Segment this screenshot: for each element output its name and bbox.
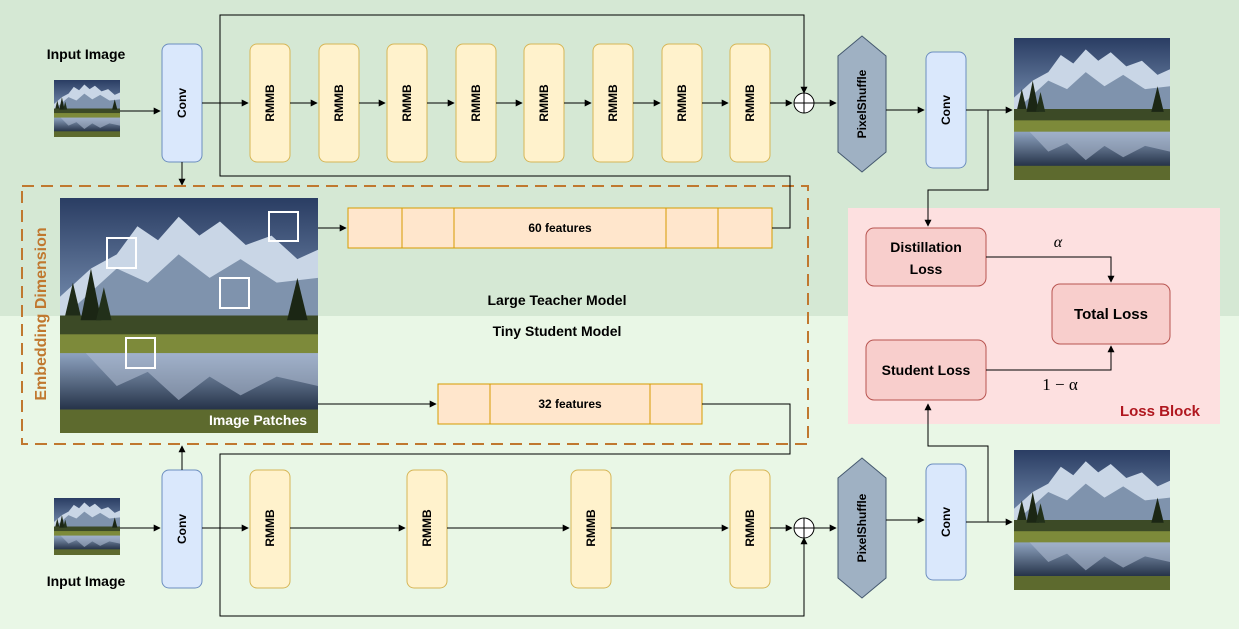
teacher-model-label: Large Teacher Model (487, 292, 626, 308)
student-rmmb-block (570, 469, 612, 589)
teacher-features-label: 60 features (528, 221, 592, 235)
student-rmmb-label: RMMB (743, 509, 757, 547)
teacher-input-label: Input Image (47, 46, 126, 62)
teacher-pixelshuffle (837, 35, 887, 173)
teacher-feature-bar (347, 207, 773, 249)
patch-box (219, 277, 250, 309)
student-rmmb-label: RMMB (584, 509, 598, 547)
student-input-image (54, 498, 120, 555)
distillation-loss-line2: Loss (910, 261, 943, 277)
teacher-pixelshuffle-label: PixelShuffle (855, 69, 869, 138)
total-loss-label: Total Loss (1074, 306, 1148, 323)
student-output-image (1014, 450, 1170, 590)
student-rmmb-label: RMMB (420, 509, 434, 547)
student-loss-label: Student Loss (882, 362, 971, 378)
patch-box (268, 211, 299, 242)
teacher-rmmb-label: RMMB (675, 84, 689, 122)
student-rmmb-block (249, 469, 291, 589)
teacher-conv-label: Conv (175, 88, 189, 118)
student-pixelshuffle (837, 457, 887, 599)
student-conv-label: Conv (175, 514, 189, 544)
loss-block-label: Loss Block (1120, 403, 1201, 420)
teacher-rmmb-label: RMMB (332, 84, 346, 122)
student-features-label: 32 features (538, 397, 602, 411)
student-rmmb-block (406, 469, 448, 589)
teacher-output-image (1014, 38, 1170, 180)
student-rmmb-block (729, 469, 771, 589)
teacher-rmmb-label: RMMB (263, 84, 277, 122)
one-minus-alpha-label: 1 − α (1042, 375, 1078, 394)
teacher-rmmb-label: RMMB (537, 84, 551, 122)
student-rmmb-chain: RMMB RMMB RMMB RMMB (249, 469, 793, 589)
teacher-input-image (54, 80, 120, 137)
teacher-rmmb-label: RMMB (606, 84, 620, 122)
teacher-rmmb-label: RMMB (400, 84, 414, 122)
student-feature-bar (437, 383, 703, 425)
teacher-rmmb-label: RMMB (469, 84, 483, 122)
image-patches (60, 198, 318, 433)
patch-box (125, 337, 156, 369)
embedding-label: Embedding Dimension (33, 227, 50, 400)
distillation-loss-line1: Distillation (890, 239, 962, 255)
embedding-dimension-box (21, 185, 809, 445)
student-model-label: Tiny Student Model (493, 323, 622, 339)
distillation-loss-box (865, 227, 987, 287)
teacher-rmmb-chain: RMMB RMMB RMMB RMMB RMMB RMMB RMMB RMMB (249, 43, 793, 163)
teacher-conv2-label: Conv (939, 95, 953, 125)
student-pixelshuffle-label: PixelShuffle (855, 493, 869, 562)
alpha-label: α (1054, 234, 1063, 251)
image-patches-label: Image Patches (209, 412, 307, 428)
teacher-rmmb-label: RMMB (743, 84, 757, 122)
student-input-label: Input Image (47, 573, 126, 589)
patch-box (106, 237, 137, 269)
student-conv2-label: Conv (939, 507, 953, 537)
student-rmmb-label: RMMB (263, 509, 277, 547)
total-loss-box (1051, 283, 1171, 345)
